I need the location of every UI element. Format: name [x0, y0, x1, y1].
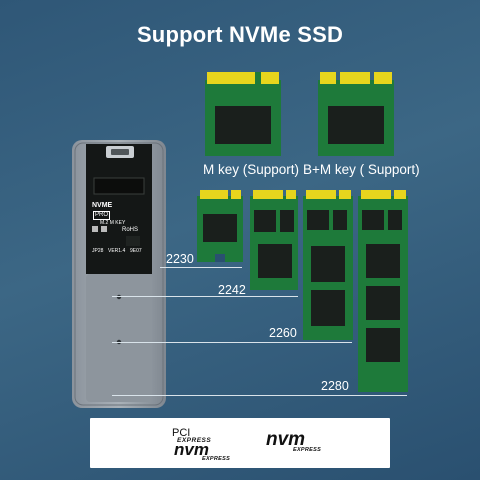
logo-strip: PCI EXPRESS nvm EXPRESS nvm EXPRESS: [90, 418, 390, 468]
nvm-express-logo-2: nvm: [266, 429, 306, 450]
guide-line-2260: [112, 342, 352, 343]
ssd-2280-image: [358, 190, 408, 392]
enclosure-jp-text: JP28: [92, 248, 104, 254]
nvm-express-sub-1: EXPRESS: [202, 456, 231, 462]
guide-line-2280: [112, 395, 407, 396]
bm-key-label: B+M key ( Support): [303, 162, 420, 177]
m-key-label: M key (Support): [203, 162, 300, 177]
page-title: Support NVMe SSD: [136, 22, 344, 47]
enclosure-ver-text: VER1.4: [108, 248, 126, 254]
size-label-2280: 2280: [321, 379, 349, 393]
ssd-enclosure: NVME PRO M.2 M KEY RoHS JP28 VER1.4 9E07: [72, 140, 168, 415]
enclosure-pro-text: PRO: [93, 211, 111, 220]
ssd-2242-image: [250, 190, 298, 290]
ssd-2260-image: [303, 190, 353, 340]
enclosure-rohs-text: RoHS: [122, 227, 139, 233]
ssd-2230-image: [197, 190, 243, 262]
guide-line-2230: [160, 267, 242, 268]
enclosure-code-text: 9E07: [130, 248, 142, 254]
nvm-express-sub-2: EXPRESS: [293, 447, 322, 453]
pci-express-text: EXPRESS: [177, 437, 212, 444]
size-label-2260: 2260: [269, 326, 297, 340]
nvm-express-logo-1: nvm: [174, 440, 209, 459]
guide-line-2242: [112, 296, 298, 297]
size-label-2242: 2242: [218, 283, 246, 297]
size-label-2230: 2230: [166, 252, 194, 266]
pci-logo-text: PCI: [172, 427, 191, 439]
bm-key-ssd-image: [318, 72, 394, 156]
enclosure-mkey-text: M.2 M KEY: [100, 220, 126, 226]
enclosure-nvme-text: NVME: [92, 202, 113, 209]
m-key-ssd-image: [205, 72, 281, 156]
